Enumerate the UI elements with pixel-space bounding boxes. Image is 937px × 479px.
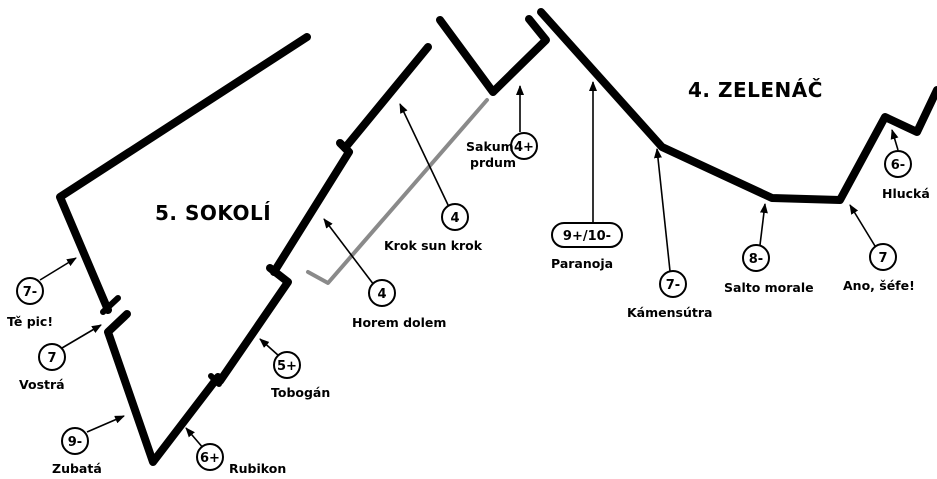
route-hlucka: 6- Hlucká [882, 129, 930, 201]
route-arrow [849, 204, 876, 247]
grade-badge [273, 351, 301, 379]
route-vostra: 7 Vostrá [19, 324, 102, 392]
route-arrow [61, 324, 102, 349]
route-name: Tobogán [271, 385, 330, 400]
grade-badge [869, 243, 897, 271]
route-rubikon: 6+ Rubikon [185, 427, 286, 476]
grade-text: 9+/10- [563, 229, 611, 244]
route-name: Krok sun krok [384, 238, 483, 253]
route-arrow [39, 257, 77, 281]
route-name-line1: Sakum [466, 139, 514, 154]
route-name: Paranoja [551, 256, 613, 271]
route-name: Horem dolem [352, 315, 446, 330]
grade-text: 8- [749, 252, 763, 267]
grade-badge [659, 270, 687, 298]
route-salto-morale: 8- Salto morale [724, 203, 814, 295]
route-te-pic: 7- Tě pic! [7, 257, 77, 329]
route-horem-dolem: 4 Horem dolem [323, 218, 446, 330]
route-krok-sun-krok: 4 Krok sun krok [384, 103, 483, 253]
route-arrow [759, 203, 768, 246]
gray-boulder-line [306, 98, 489, 285]
route-tobogan: 5+ Tobogán [259, 338, 330, 400]
route-name: Hlucká [882, 186, 930, 201]
route-zubata: 9- Zubatá [52, 415, 125, 476]
route-kamensutra: 7- Kámensútra [627, 148, 712, 320]
route-name: Salto morale [724, 280, 814, 295]
route-arrow [399, 103, 450, 208]
sector-label-sokoli: 5. SOKOLÍ [155, 201, 271, 225]
grade-badge [368, 279, 396, 307]
grade-text: 4 [450, 211, 459, 226]
grade-text: 6+ [200, 451, 220, 466]
route-paranoja: 9+/10- Paranoja [551, 81, 623, 271]
route-name: Vostrá [19, 377, 65, 392]
grade-badge [742, 244, 770, 272]
grade-badge [441, 203, 469, 231]
grade-text: 7- [666, 278, 680, 293]
route-name: Kámensútra [627, 305, 712, 320]
grade-text: 5+ [277, 359, 297, 374]
grade-text: 6- [891, 158, 905, 173]
grade-badge [551, 222, 623, 248]
route-name-line2: prdum [470, 155, 516, 170]
grade-text: 4+ [514, 140, 534, 155]
rock-outline-zelenac [436, 8, 937, 204]
grade-badge [196, 443, 224, 471]
grade-badge [16, 277, 44, 305]
route-arrow [86, 415, 125, 433]
route-arrow [323, 218, 375, 286]
route-ano-sefe: 7 Ano, šéfe! [843, 204, 915, 293]
route-sakum-prdum: 4+ Sakum prdum [466, 85, 538, 170]
grade-badge [38, 343, 66, 371]
route-arrow [653, 148, 671, 272]
grade-text: 7- [23, 285, 37, 300]
grade-badge [61, 427, 89, 455]
grade-badge [510, 132, 538, 160]
grade-badge [884, 150, 912, 178]
route-arrow [185, 427, 205, 450]
route-name: Tě pic! [7, 314, 53, 329]
grade-text: 9- [68, 435, 82, 450]
route-name: Rubikon [229, 461, 286, 476]
route-name: Zubatá [52, 461, 102, 476]
grade-text: 7 [878, 251, 887, 266]
route-arrow [259, 338, 280, 357]
sector-label-zelenac: 4. ZELENÁČ [688, 78, 823, 102]
route-arrow [890, 129, 899, 151]
rock-outline-sokoli [56, 33, 432, 466]
route-name: Ano, šéfe! [843, 278, 915, 293]
grade-text: 4 [377, 287, 386, 302]
grade-text: 7 [47, 351, 56, 366]
